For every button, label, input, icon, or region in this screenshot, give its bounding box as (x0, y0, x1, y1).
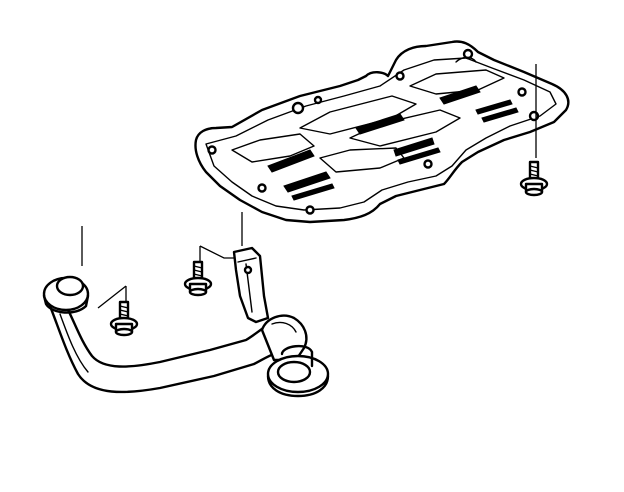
bolt-middle (183, 260, 213, 297)
leader-bolt-left (97, 285, 127, 309)
callout-leaders (81, 64, 537, 309)
bolt-left (109, 300, 139, 337)
bolt-right (519, 160, 549, 197)
pickup-screen (266, 344, 330, 398)
oil-pickup-tube (42, 246, 330, 398)
oil-pan-baffle-plate (194, 40, 570, 224)
leader-bolt-middle (199, 245, 234, 259)
pickup-tube-flange (42, 275, 90, 314)
